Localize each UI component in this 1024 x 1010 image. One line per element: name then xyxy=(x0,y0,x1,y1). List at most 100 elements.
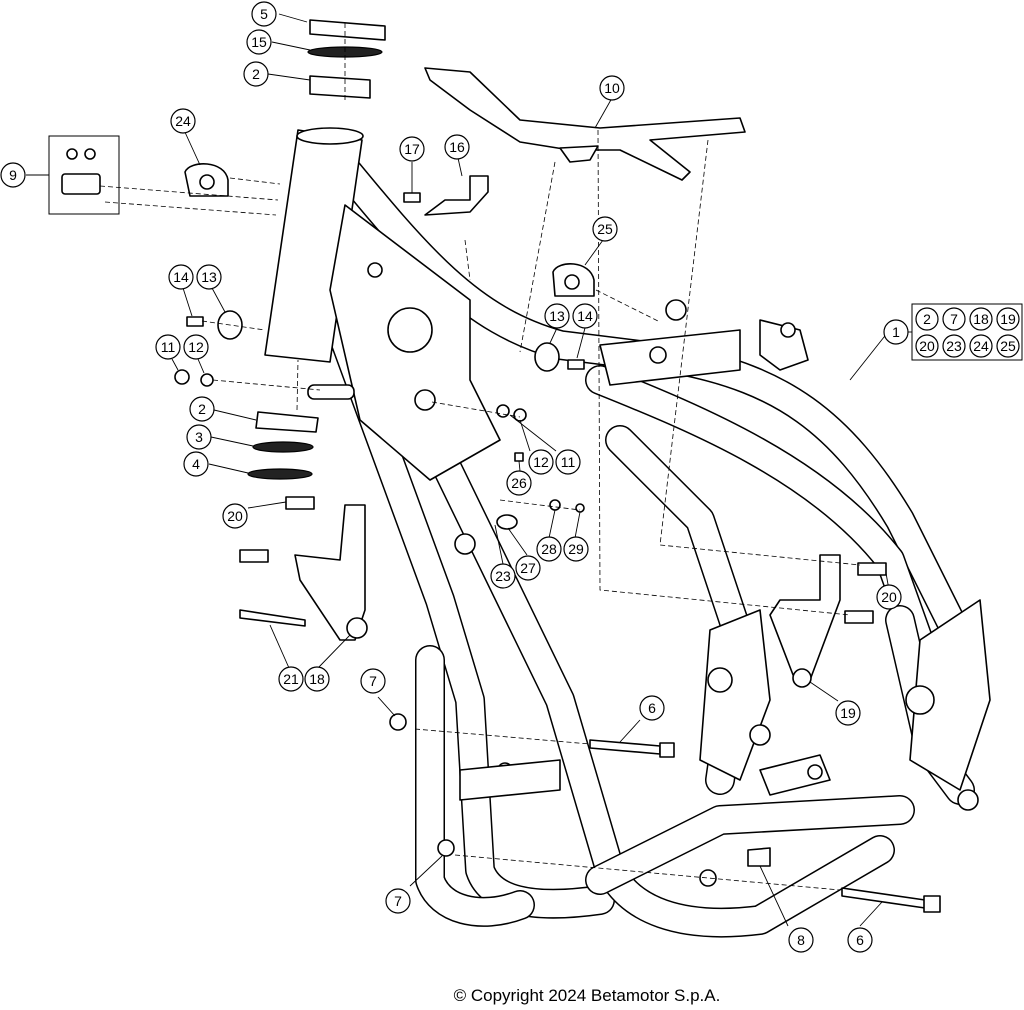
svg-text:19: 19 xyxy=(1000,311,1016,327)
svg-text:20: 20 xyxy=(881,589,897,605)
part-7-bottom xyxy=(437,839,455,857)
callout-28: 28 xyxy=(536,536,562,562)
callout-group-24: 24 xyxy=(969,334,993,358)
svg-text:1: 1 xyxy=(892,324,900,340)
svg-text:11: 11 xyxy=(561,454,576,470)
callout-group-23: 23 xyxy=(942,334,966,358)
callout-2-top: 2 xyxy=(243,61,269,87)
callout-24: 24 xyxy=(170,108,196,134)
callout-27: 27 xyxy=(515,555,541,581)
part-28 xyxy=(549,499,561,511)
callout-14-right: 14 xyxy=(572,303,598,329)
svg-text:6: 6 xyxy=(856,932,864,948)
svg-text:13: 13 xyxy=(549,308,565,324)
svg-text:2: 2 xyxy=(252,66,260,82)
part-27 xyxy=(496,514,518,530)
callout-12-right: 12 xyxy=(528,449,554,475)
callout-11-right: 11 xyxy=(555,449,581,475)
callout-21: 21 xyxy=(278,666,304,692)
callout-group-25: 25 xyxy=(996,334,1020,358)
svg-text:20: 20 xyxy=(227,508,243,524)
part-11-right xyxy=(496,404,510,418)
part-18 xyxy=(294,504,366,641)
svg-text:13: 13 xyxy=(201,269,217,285)
svg-text:12: 12 xyxy=(533,454,549,470)
part-21 xyxy=(239,609,306,627)
callout-2-bottom: 2 xyxy=(189,396,215,422)
part-8 xyxy=(747,847,771,867)
svg-text:25: 25 xyxy=(597,221,613,237)
callout-19: 19 xyxy=(835,700,861,726)
svg-text:28: 28 xyxy=(541,541,557,557)
callout-26: 26 xyxy=(506,470,532,496)
part-20-c xyxy=(857,562,887,576)
copyright-notice: © Copyright 2024 Betamotor S.p.A. xyxy=(453,986,721,1005)
svg-text:20: 20 xyxy=(919,338,935,354)
svg-text:6: 6 xyxy=(648,700,656,716)
part-29 xyxy=(575,503,585,513)
part-14-right xyxy=(567,359,585,370)
part-9-lock xyxy=(61,173,101,195)
callout-group-19: 19 xyxy=(996,307,1020,331)
svg-text:23: 23 xyxy=(495,568,511,584)
callout-13-right: 13 xyxy=(544,303,570,329)
part-23 xyxy=(454,533,476,555)
part-19 xyxy=(769,554,841,681)
svg-text:26: 26 xyxy=(511,475,527,491)
callout-14-left: 14 xyxy=(168,264,194,290)
svg-text:17: 17 xyxy=(404,141,420,157)
part-20-b xyxy=(239,549,269,563)
callout-11-left: 11 xyxy=(155,334,181,360)
svg-text:7: 7 xyxy=(394,893,402,909)
callout-25: 25 xyxy=(592,216,618,242)
part-20-a xyxy=(285,496,315,510)
steering-parts xyxy=(247,19,386,480)
callout-1: 1 xyxy=(883,319,909,345)
svg-text:2: 2 xyxy=(923,311,931,327)
part-17 xyxy=(403,192,421,203)
svg-text:24: 24 xyxy=(973,338,989,354)
svg-text:10: 10 xyxy=(604,80,620,96)
callout-group-2: 2 xyxy=(915,307,939,331)
callout-12-left: 12 xyxy=(183,334,209,360)
svg-text:29: 29 xyxy=(568,541,584,557)
svg-text:18: 18 xyxy=(309,671,325,687)
callout-6-top: 6 xyxy=(639,695,665,721)
svg-text:18: 18 xyxy=(973,311,989,327)
part-20-d xyxy=(844,610,874,624)
callout-7-bottom: 7 xyxy=(385,888,411,914)
callout-7-top: 7 xyxy=(360,668,386,694)
callout-group-20: 20 xyxy=(915,334,939,358)
svg-text:8: 8 xyxy=(797,932,805,948)
svg-text:14: 14 xyxy=(577,308,593,324)
svg-text:15: 15 xyxy=(251,34,267,50)
callout-4: 4 xyxy=(183,451,209,477)
callout-6-bottom: 6 xyxy=(847,927,873,953)
leader-lines xyxy=(26,13,916,927)
part-11-left xyxy=(174,369,190,385)
svg-text:5: 5 xyxy=(260,6,268,22)
callout-group-18: 18 xyxy=(969,307,993,331)
svg-text:3: 3 xyxy=(195,429,203,445)
part-6-bottom xyxy=(841,887,926,909)
part-14-left xyxy=(186,316,204,327)
svg-text:24: 24 xyxy=(175,113,191,129)
part-7-top xyxy=(389,713,407,731)
callout-10: 10 xyxy=(599,75,625,101)
callout-9: 9 xyxy=(0,162,26,188)
callout-18: 18 xyxy=(304,666,330,692)
part-4 xyxy=(247,468,313,480)
assembly-lines xyxy=(99,20,861,891)
svg-text:27: 27 xyxy=(520,560,536,576)
part-6-top xyxy=(589,739,661,755)
part-12-left xyxy=(200,373,214,387)
svg-text:19: 19 xyxy=(840,705,856,721)
part-3 xyxy=(252,441,314,453)
callout-16: 16 xyxy=(444,134,470,160)
part-2-top xyxy=(309,75,371,99)
callout-group-7: 7 xyxy=(942,307,966,331)
callout-8: 8 xyxy=(788,927,814,953)
svg-text:7: 7 xyxy=(950,311,958,327)
part-5 xyxy=(309,19,386,41)
